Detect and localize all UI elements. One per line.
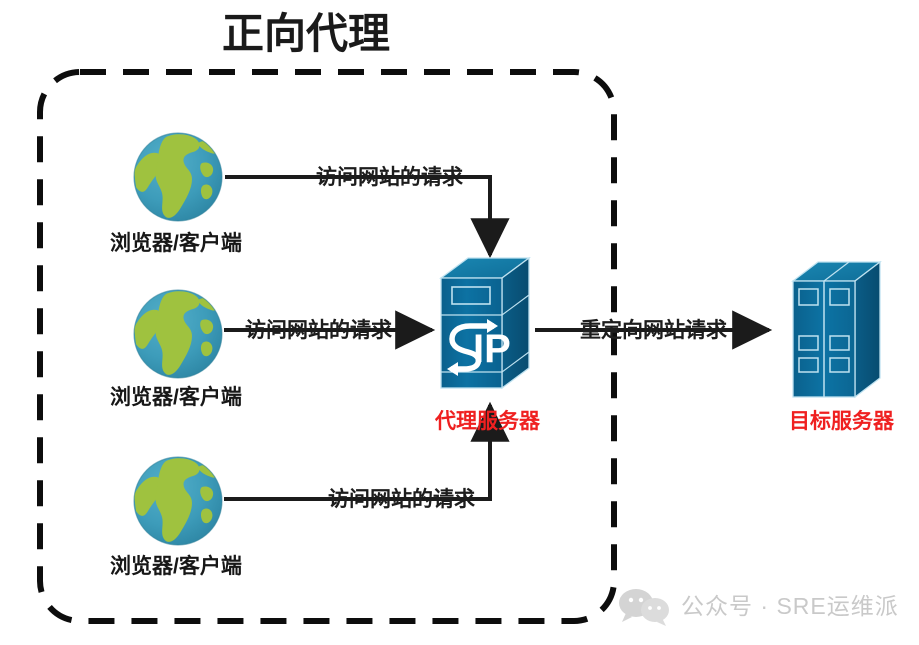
client-label-3: 浏览器/客户端 (110, 554, 242, 578)
globe-icon (133, 289, 223, 379)
target-label: 目标服务器 (789, 409, 895, 433)
edge-label-client2: 访问网站的请求 (245, 318, 392, 342)
client-node-1: 浏览器/客户端 (110, 132, 242, 255)
proxy-flow-glyph (449, 323, 494, 372)
edge-label-client1: 访问网站的请求 (316, 165, 463, 189)
watermark: 公众号 · SRE运维派 (619, 589, 899, 626)
target-side-face (854, 260, 881, 399)
wechat-icon (619, 589, 669, 626)
proxy-slot (451, 286, 491, 305)
edge-client3-to-proxy (224, 401, 510, 501)
edge-label-client3: 访问网站的请求 (328, 487, 475, 511)
edge-label-redirect: 重定向网站请求 (580, 318, 727, 342)
globe-icon (133, 456, 223, 546)
watermark-text: 公众号 · SRE运维派 (681, 593, 899, 619)
proxy-server-icon: IP (439, 256, 531, 390)
client-node-3: 浏览器/客户端 (110, 456, 242, 578)
edge-client1-to-proxy (225, 175, 510, 259)
globe-icon (133, 132, 223, 222)
client-label-2: 浏览器/客户端 (110, 385, 242, 409)
page-title: 正向代理 (222, 10, 390, 57)
client-node-2: 浏览器/客户端 (110, 289, 242, 409)
proxy-label: 代理服务器 (434, 409, 541, 433)
target-server-icon (791, 260, 882, 399)
client-label-1: 浏览器/客户端 (110, 231, 242, 255)
proxy-zone-boundary (37, 69, 617, 624)
proxy-badge-text: IP (473, 327, 511, 371)
